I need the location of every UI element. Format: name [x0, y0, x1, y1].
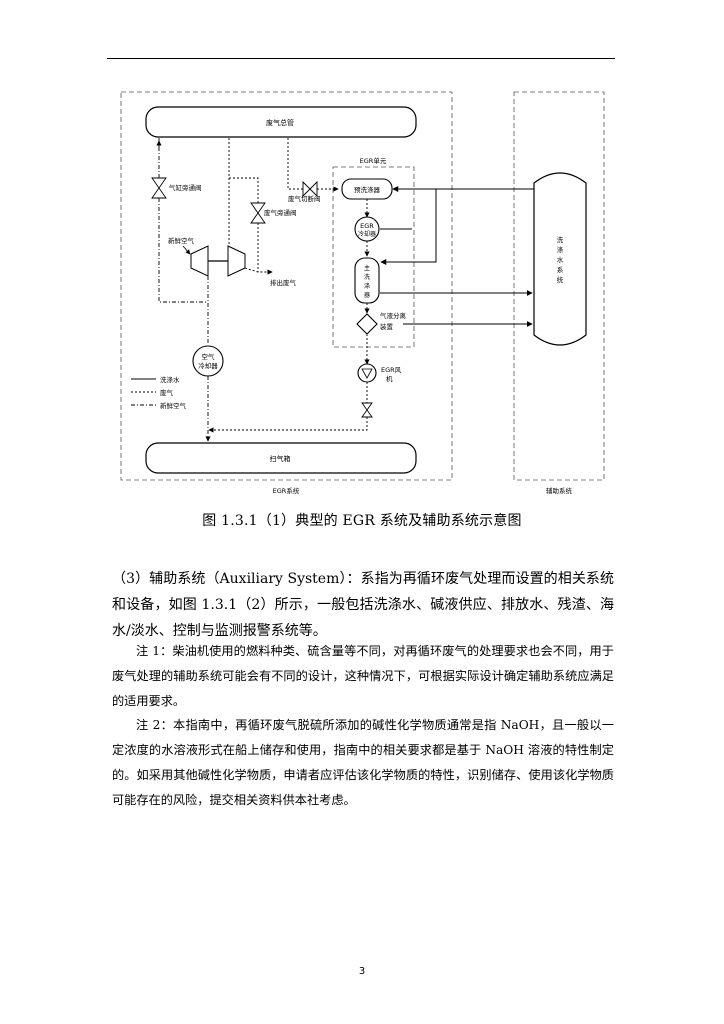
wash-water-vessel	[533, 172, 587, 346]
turbine-icon	[227, 245, 246, 277]
exhaust-cutoff-valve-icon	[302, 180, 318, 198]
exhaust-bypass-valve-icon	[250, 202, 266, 224]
egr-fan-icon	[357, 363, 377, 383]
label-separator-1: 气液分离	[380, 311, 407, 320]
legend-text-wash: 洗涤水	[160, 375, 180, 384]
label-main-scrubber-3: 涤	[364, 282, 370, 290]
label-egr-unit: EGR单元	[360, 156, 387, 165]
label-fresh-air: 新鲜空气	[168, 236, 195, 245]
label-egr-cooler-2: 冷却器	[358, 230, 376, 238]
label-separator-2: 装置	[380, 322, 394, 331]
label-wash-water-4: 系	[557, 265, 564, 274]
scavenge-box-pipe	[145, 442, 417, 474]
label-egr-system: EGR系统	[273, 486, 300, 495]
paragraph-auxiliary-system: （3）辅助系统（Auxiliary System）：系指为再循环废气处理而设置的…	[112, 571, 614, 639]
label-aux-system: 辅助系统	[546, 486, 573, 495]
exhaust-main-pipe	[145, 106, 417, 138]
page-number: 3	[358, 966, 366, 977]
separator-icon	[356, 313, 378, 335]
label-egr-cooler-1: EGR	[360, 222, 374, 230]
label-air-cooler-2: 冷却器	[198, 361, 218, 370]
label-wash-water-5: 统	[557, 275, 564, 284]
label-egr-fan-2: 机	[386, 374, 393, 383]
compressor-icon	[190, 245, 209, 277]
egr-system-boundary	[120, 91, 453, 481]
label-scavenge-box: 扫气箱	[270, 454, 291, 463]
label-main-scrubber-4: 器	[364, 292, 370, 299]
air-cooler-icon	[192, 345, 224, 377]
label-air-cooler-1: 空气	[202, 352, 216, 361]
note-1: 注 1：柴油机使用的燃料种类、硫含量等不同，对再循环废气的处理要求也会不同，用于…	[112, 644, 614, 708]
egr-system-diagram: 废气总管 EGR单元 气缸旁通阀 废气旁通阀 废气切断阀 新鲜空气 排出废气 预…	[120, 91, 605, 495]
label-exhaust-bypass: 废气旁通阀	[264, 208, 297, 217]
label-exhaust-main: 废气总管	[266, 118, 294, 127]
label-wash-water-1: 洗	[557, 235, 564, 244]
label-cylinder-bypass: 气缸旁通阀	[169, 183, 202, 192]
egr-fan-valve-icon	[361, 402, 373, 418]
label-prewasher: 预洗涤器	[354, 185, 381, 194]
cylinder-bypass-valve-icon	[151, 177, 167, 199]
label-main-scrubber-2: 洗	[364, 273, 370, 281]
aux-system-boundary	[513, 91, 605, 481]
header-rule	[107, 58, 615, 59]
note-2: 注 2：本指南中，再循环废气脱硫所添加的碱性化学物质通常是指 NaOH，且一般以…	[112, 718, 614, 807]
legend-text-fresh: 新鲜空气	[160, 401, 187, 410]
egr-unit-boundary	[332, 166, 415, 348]
label-exhaust-cutoff: 废气切断阀	[288, 194, 321, 203]
label-main-scrubber-1: 主	[364, 264, 370, 272]
figure-caption: 图 1.3.1（1）典型的 EGR 系统及辅助系统示意图	[202, 513, 522, 529]
legend-text-exhaust: 废气	[160, 388, 174, 397]
label-wash-water-2: 涤	[557, 245, 564, 254]
label-egr-fan-1: EGR风	[381, 366, 402, 374]
label-exhaust-out: 排出废气	[270, 278, 297, 287]
label-wash-water-3: 水	[557, 255, 564, 264]
